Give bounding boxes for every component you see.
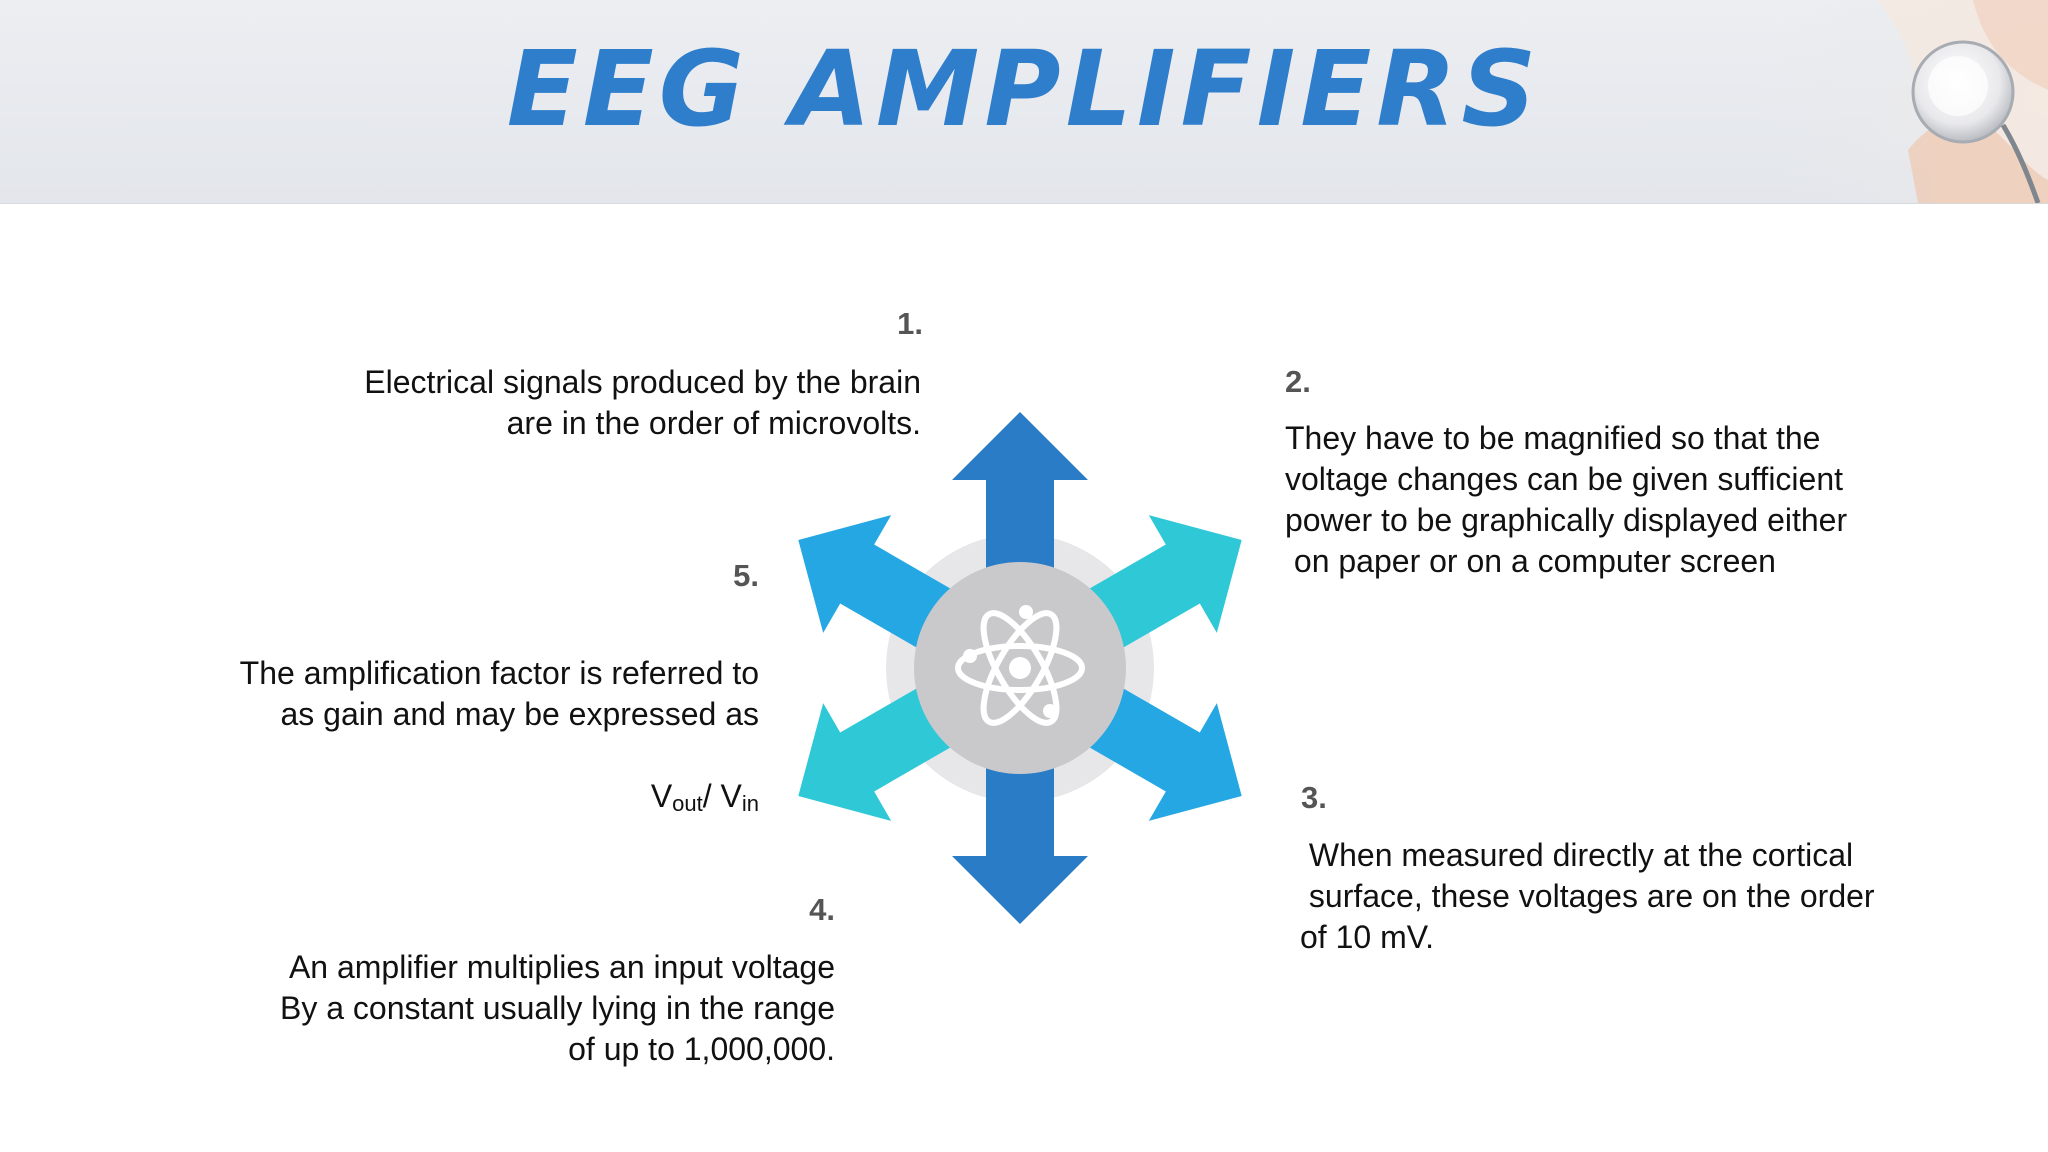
doctor-stethoscope-image (1758, 0, 2048, 203)
item-3-text: When measured directly at the cortical s… (1300, 837, 1875, 955)
item-1-number: 1. (897, 306, 923, 341)
header-banner: EEG AMPLIFIERS (0, 0, 2048, 204)
item-3-number: 3. (1301, 780, 1327, 815)
item-5-text: The amplification factor is referred to … (222, 612, 759, 865)
item-2-number: 2. (1285, 364, 1311, 399)
item-2-text: They have to be magnified so that the vo… (1285, 420, 1848, 579)
item-1-text: Electrical signals produced by the brain… (364, 364, 921, 441)
item-4-text: An amplifier multiplies an input voltage… (280, 949, 835, 1067)
item-4-number: 4. (809, 892, 835, 927)
item-5-number: 5. (733, 558, 759, 593)
gain-formula: Vout/ Vin (650, 778, 759, 816)
page-title: EEG AMPLIFIERS (506, 28, 1542, 150)
atom-icon (955, 605, 1085, 726)
item-5-description: The amplification factor is referred to … (239, 655, 759, 732)
